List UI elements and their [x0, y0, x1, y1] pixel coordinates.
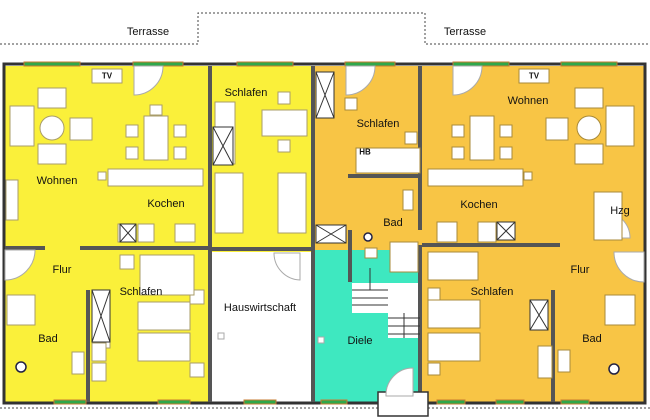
wc-symbols — [15, 232, 620, 375]
room-hauswirtschaft: Hauswirtschaft — [223, 302, 297, 314]
room-diele: Diele — [347, 335, 373, 347]
room-left-flur: Flur — [52, 264, 72, 276]
terrace-right-label: Terrasse — [443, 26, 487, 38]
tv-right-label: TV — [528, 71, 540, 81]
room-right-schlafen-top: Schlafen — [356, 118, 400, 130]
hb-label: HB — [359, 147, 371, 157]
room-right-hzg: Hzg — [610, 205, 630, 217]
room-right-wohnen: Wohnen — [507, 95, 549, 107]
room-right-schlafen-bottom: Schlafen — [470, 286, 514, 298]
room-right-bad-bottom: Bad — [582, 333, 602, 345]
windows-bottom — [53, 399, 590, 405]
room-left-bad: Bad — [38, 333, 58, 345]
furniture-left — [5, 68, 308, 382]
terrace-left-label: Terrasse — [126, 26, 170, 38]
room-left-schlafen-top: Schlafen — [224, 87, 268, 99]
small-fixtures — [217, 332, 325, 344]
room-left-schlafen-bottom: Schlafen — [119, 286, 163, 298]
furniture-right — [344, 68, 636, 379]
stairs — [352, 268, 420, 338]
room-right-flur: Flur — [570, 264, 590, 276]
room-left-wohnen: Wohnen — [36, 175, 78, 187]
room-right-bad-top: Bad — [383, 217, 403, 229]
shaft-crosses — [91, 71, 549, 343]
tv-left-label: TV — [101, 71, 113, 81]
room-right-kochen: Kochen — [460, 199, 498, 211]
room-left-kochen: Kochen — [147, 198, 185, 210]
windows-top — [23, 61, 618, 67]
door-swings — [4, 65, 645, 397]
terrace-outline — [0, 12, 650, 409]
